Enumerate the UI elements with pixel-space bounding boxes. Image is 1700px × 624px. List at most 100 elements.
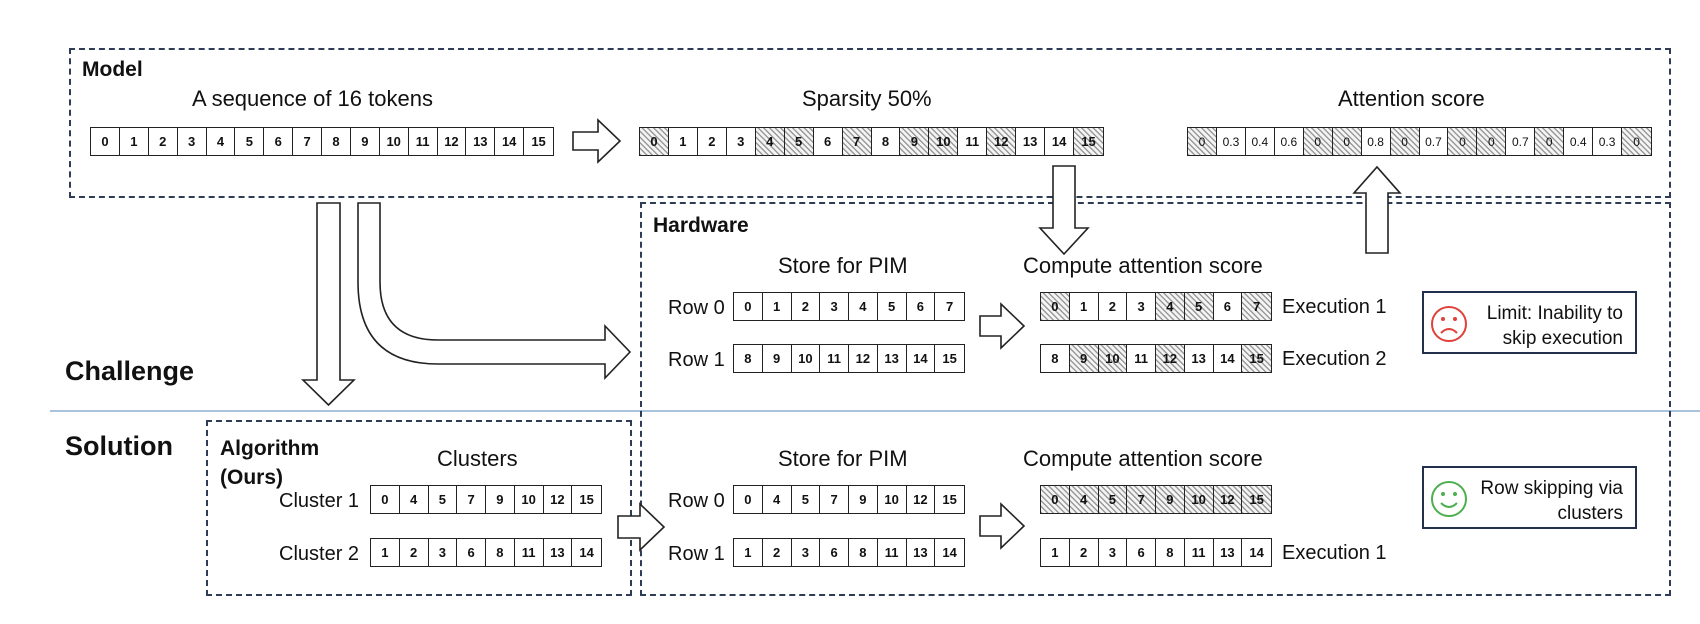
token-cell: 4 [763,486,792,513]
token-cell: 9 [486,486,515,513]
solution-compute-title: Compute attention score [1023,446,1263,471]
down-arrow-icon [301,202,356,407]
token-cell: 1 [120,128,149,155]
token-cell: 6 [907,293,936,320]
smile-face-icon [1431,481,1467,517]
token-cell: 7 [1127,486,1156,513]
algorithm-section-label: Algorithm (Ours) [220,437,320,489]
token-cell: 7 [457,486,486,513]
token-cell: 1 [734,539,763,566]
token-cell: 15 [531,134,546,149]
token-cell: 9 [900,128,930,155]
token-cell: 15 [942,492,957,507]
token-cell: 13 [1016,128,1046,155]
cluster-2-label: Cluster 2 [279,543,360,565]
model-section-label: Model [82,58,143,81]
token-cell: 0.3 [1217,128,1246,155]
token-cell: 15 [1074,128,1103,155]
token-cell: 0 [1188,128,1217,155]
token-cell: 2 [792,293,821,320]
token-cell: 3 [1099,539,1128,566]
token-cell: 3 [820,293,849,320]
token-cell: 6 [814,128,843,155]
token-cell: 12 [544,486,573,513]
token-cell: 5 [235,128,265,155]
limit-note: Limit: Inability to skip execution [1422,291,1637,354]
token-cell: 10 [929,128,959,155]
token-cell: 0.4 [1246,128,1275,155]
token-cell: 7 [293,128,322,155]
token-cell: 12 [1213,486,1243,513]
curved-arrow-icon [357,202,632,380]
token-cell: 0 [1332,128,1362,155]
token-cell: 3 [1127,293,1156,320]
token-cell: 1 [371,539,400,566]
token-cell: 9 [351,128,380,155]
token-cell: 15 [1242,345,1271,372]
clusters-title: Clusters [437,446,518,471]
token-cell: 9 [763,345,792,372]
token-cell: 4 [400,486,429,513]
token-cell: 0 [1303,128,1333,155]
token-cell: 14 [907,345,936,372]
token-cell: 7 [820,486,849,513]
token-cell: 4 [207,128,236,155]
token-cell: 13 [466,128,496,155]
token-cell: 1 [1070,293,1099,320]
token-cell: 3 [429,539,458,566]
token-cell: 14 [942,545,957,560]
token-cell: 10 [1098,345,1128,372]
token-cell: 14 [1249,545,1264,560]
token-cell: 11 [515,539,544,566]
model-box [69,48,1671,198]
challenge-store-title: Store for PIM [778,253,908,278]
token-cell: 0 [640,128,669,155]
token-cell: 8 [1156,539,1185,566]
token-cell: 0.7 [1506,128,1536,155]
token-cell: 4 [1069,486,1099,513]
token-cell: 14 [495,128,525,155]
token-cell: 5 [784,128,814,155]
token-cell: 2 [1099,293,1128,320]
token-cell: 13 [878,345,907,372]
sad-face-icon [1431,306,1467,342]
token-cell: 15 [942,351,957,366]
token-cell: 2 [1070,539,1099,566]
challenge-label: Challenge [65,356,195,386]
token-cell: 6 [264,128,294,155]
token-cell: 5 [1098,486,1128,513]
token-cell: 1 [763,293,792,320]
solution-row1-label: Row 1 [668,543,725,565]
token-cell: 0 [734,293,763,320]
token-cell: 13 [1185,345,1214,372]
challenge-execution-1: Execution 1 [1282,296,1387,318]
token-cell: 0.7 [1420,128,1449,155]
token-cell: 8 [872,128,901,155]
token-cell: 0.8 [1362,128,1391,155]
token-cell: 7 [1242,293,1271,320]
solution-store-title: Store for PIM [778,446,908,471]
token-cell: 11 [820,345,849,372]
token-cell: 5 [1184,293,1214,320]
challenge-row0-label: Row 0 [668,297,725,319]
token-cell: 8 [322,128,351,155]
attention-title: Attention score [1338,86,1485,111]
token-cell: 2 [698,128,727,155]
solution-label: Solution [65,431,173,461]
token-cell: 11 [878,539,907,566]
token-cell: 8 [486,539,515,566]
token-cell: 9 [849,486,878,513]
token-cell: 4 [755,128,785,155]
token-cell: 5 [878,293,907,320]
hardware-box [640,202,1671,596]
token-cell: 2 [400,539,429,566]
token-cell: 0 [1041,293,1070,320]
token-cell: 0.6 [1275,128,1304,155]
hardware-section-label: Hardware [653,214,749,237]
token-cell: 7 [842,128,872,155]
